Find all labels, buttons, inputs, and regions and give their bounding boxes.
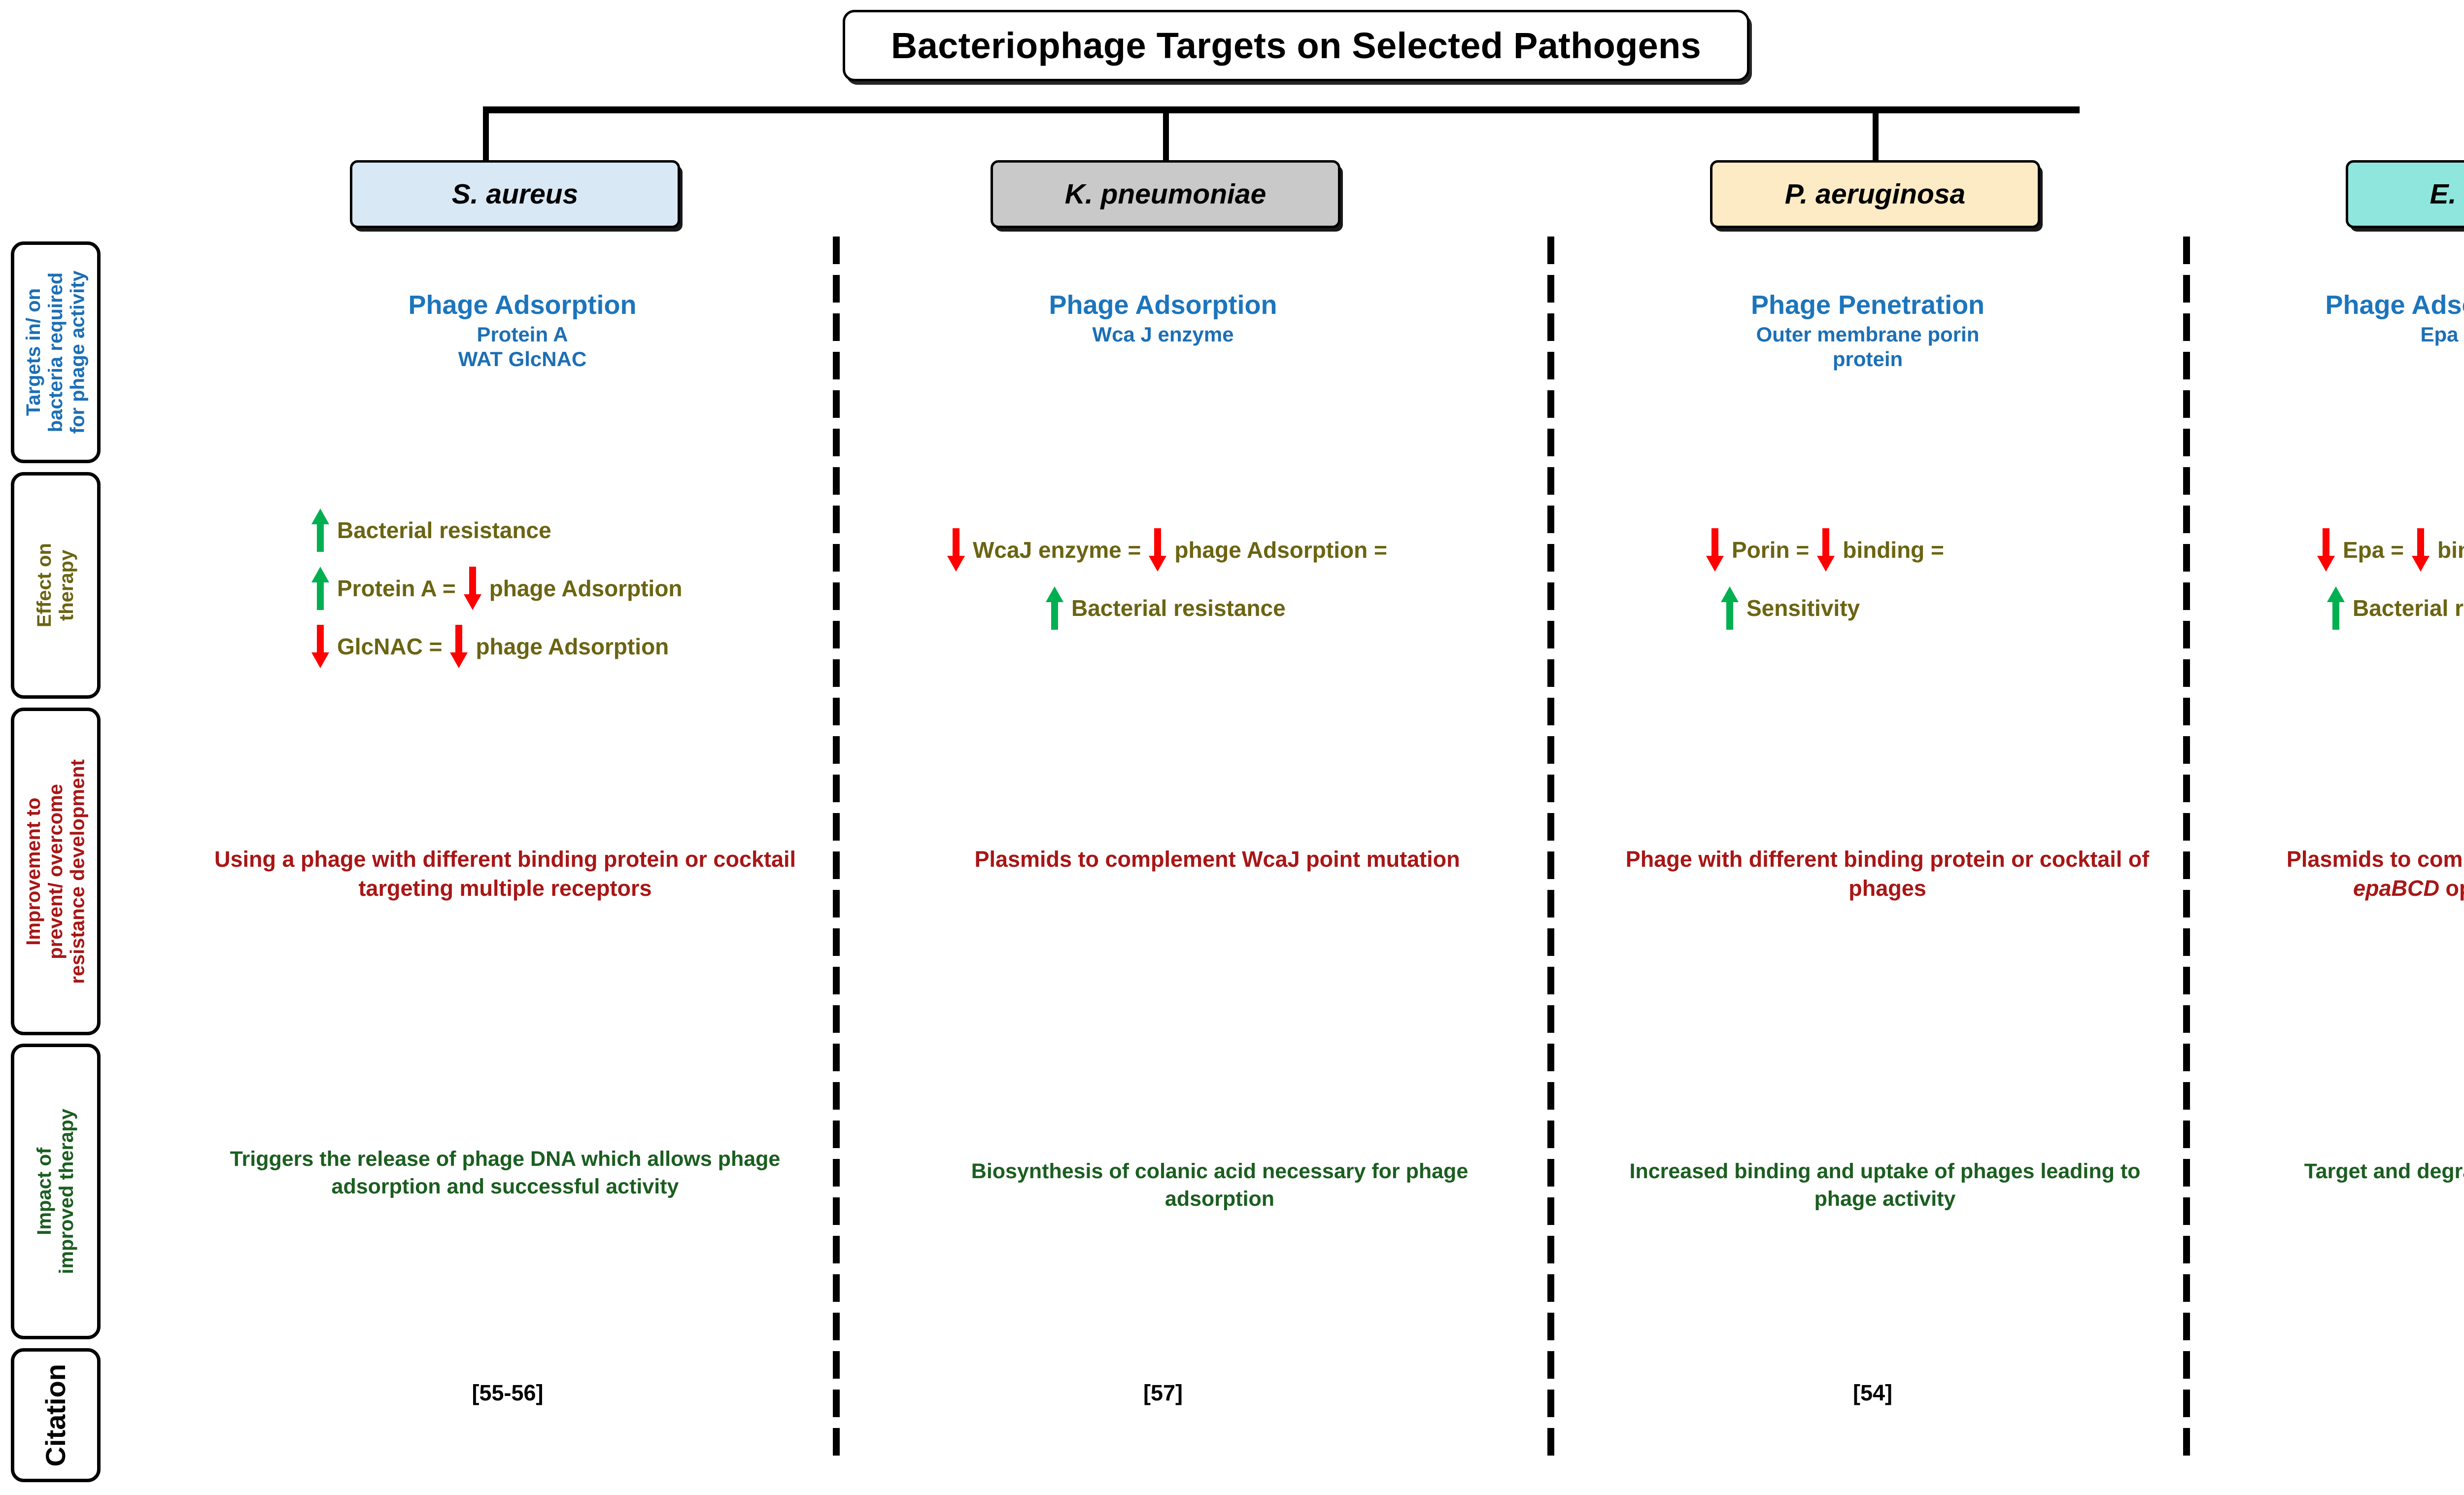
cell-effect-p-aeruginosa: Porin = binding = Sensitivity	[1705, 527, 2188, 644]
connector-vertical-p-aeruginosa	[1873, 111, 1879, 166]
column-separator-3	[2183, 237, 2190, 1459]
effect-line: Epa = binding =	[2316, 527, 2464, 573]
row-label-citation: Citation	[11, 1348, 101, 1482]
pathogen-header-k-pneumoniae[interactable]: K. pneumoniae	[991, 160, 1340, 228]
cell-impact-e-faecalis: Target and degrade biofilm	[2304, 1159, 2464, 1183]
row-label-improvement: Improvement to prevent/ overcome resista…	[11, 708, 101, 1035]
connector-vertical-s-aureus	[483, 111, 489, 166]
effect-line: Protein A = phage Adsorption	[310, 566, 833, 611]
effect-text: GlcNAC =	[337, 634, 443, 659]
arrow-down-icon	[463, 566, 482, 611]
arrow-up-icon	[1045, 585, 1064, 631]
cell-effect-e-faecalis: Epa = binding = Bacterial resistance	[2316, 527, 2464, 644]
cell-citation-p-aeruginosa: [54]	[1852, 1380, 1893, 1405]
effect-line: Sensitivity	[1720, 585, 2188, 631]
cell-targets-s-aureus: Phage Adsorption Protein A WAT GlcNAC	[408, 290, 637, 371]
effect-text: Protein A =	[337, 576, 456, 601]
arrow-up-icon	[310, 566, 330, 611]
cell-improvement-p-aeruginosa: Phage with different binding protein or …	[1625, 847, 2150, 901]
cell-targets-e-faecalis: Phage Adsorption Epa	[2325, 290, 2464, 346]
cell-targets-k-pneumoniae: Phage Adsorption Wca J enzyme	[1049, 290, 1277, 346]
cell-citation-k-pneumoniae: [57]	[1143, 1380, 1183, 1405]
row-label-impact: Impact of improved therapy	[11, 1044, 101, 1339]
effect-line: Porin = binding =	[1705, 527, 2188, 573]
effect-text: binding =	[2437, 537, 2464, 563]
cell-impact-p-aeruginosa: Increased binding and uptake of phages l…	[1629, 1159, 2141, 1211]
cell-improvement-e-faecalis: Plasmids to complement the epaBCD operon	[2286, 847, 2464, 901]
cell-impact-s-aureus: Triggers the release of phage DNA which …	[230, 1147, 781, 1198]
cell-improvement-k-pneumoniae: Plasmids to complement WcaJ point mutati…	[974, 847, 1460, 872]
effect-text: Bacterial resistance	[337, 517, 551, 543]
column-separator-2	[1547, 237, 1554, 1459]
cell-improvement-s-aureus: Using a phage with different binding pro…	[214, 847, 796, 901]
effect-line: Bacterial resistance	[1045, 585, 1547, 631]
connector-vertical-k-pneumoniae	[1163, 111, 1169, 166]
arrow-down-icon	[1148, 527, 1167, 573]
effect-text: Bacterial resistance	[2353, 595, 2464, 621]
effect-line: WcaJ enzyme = phage Adsorption =	[946, 527, 1547, 573]
effect-text: phage Adsorption	[476, 634, 669, 659]
arrow-down-icon	[310, 624, 330, 669]
cell-targets-p-aeruginosa: Phage Penetration Outer membrane porin p…	[1750, 290, 1985, 371]
arrow-down-icon	[1705, 527, 1725, 573]
effect-text: WcaJ enzyme =	[973, 537, 1141, 563]
effect-text: Epa =	[2343, 537, 2404, 563]
arrow-up-icon	[310, 508, 330, 553]
column-separator-1	[833, 237, 840, 1459]
effect-line: Bacterial resistance	[2326, 585, 2464, 631]
cell-effect-k-pneumoniae: WcaJ enzyme = phage Adsorption = Bacterial…	[946, 527, 1547, 644]
effect-text: Sensitivity	[1746, 595, 1860, 621]
effect-line: Bacterial resistance	[310, 508, 833, 553]
cell-impact-k-pneumoniae: Biosynthesis of colanic acid necessary f…	[971, 1159, 1469, 1211]
arrow-down-icon	[1816, 527, 1836, 573]
effect-line: GlcNAC = phage Adsorption	[310, 624, 833, 669]
connector-horizontal	[483, 106, 2080, 113]
arrow-up-icon	[2326, 585, 2346, 631]
effect-text: phage Adsorption	[489, 576, 683, 601]
page-title: Bacteriophage Targets on Selected Pathog…	[843, 10, 1749, 81]
effect-text: phage Adsorption =	[1174, 537, 1387, 563]
effect-text: Porin =	[1732, 537, 1810, 563]
cell-citation-s-aureus: [55-56]	[472, 1380, 544, 1405]
cell-citation-e-faecalis: [58]	[2361, 1380, 2464, 1406]
arrow-down-icon	[2411, 527, 2430, 573]
effect-text: Bacterial resistance	[1071, 595, 1286, 621]
arrow-down-icon	[449, 624, 469, 669]
row-label-effect: Effect on therapy	[11, 472, 101, 699]
arrow-down-icon	[2316, 527, 2336, 573]
arrow-up-icon	[1720, 585, 1740, 631]
arrow-down-icon	[946, 527, 966, 573]
pathogen-header-e-faecalis[interactable]: E. faecalis	[2346, 160, 2464, 228]
row-label-targets: Targets in/ on bacteria required for pha…	[11, 241, 101, 463]
pathogen-header-p-aeruginosa[interactable]: P. aeruginosa	[1710, 160, 2040, 228]
pathogen-header-s-aureus[interactable]: S. aureus	[350, 160, 680, 228]
effect-text: binding =	[1843, 537, 1944, 563]
